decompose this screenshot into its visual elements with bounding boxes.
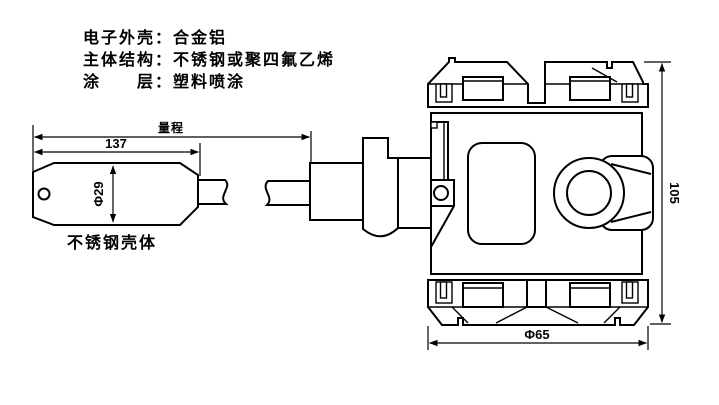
top-bracket-outline	[427, 57, 649, 108]
cable-entry-fitting	[309, 137, 431, 238]
spec-line-main-structure: 主体结构：不锈钢或聚四氟乙烯	[83, 50, 335, 69]
housing-left-features	[430, 121, 455, 248]
spec-line-electronic-shell: 电子外壳：合金铝	[83, 28, 227, 47]
bottom-mounting-bracket	[427, 279, 649, 326]
fitting-neck-lines	[398, 157, 431, 229]
probe-diameter-dim: Φ29	[91, 181, 106, 206]
bottom-center-block	[526, 279, 547, 308]
bottom-clip-slot-right-inner	[625, 281, 634, 299]
bottom-clamp-block-right	[569, 282, 611, 308]
probe-length-dim: 137	[105, 136, 127, 151]
gland-chamfer-lines	[610, 163, 652, 223]
extension-lines	[32, 61, 671, 350]
cable-broken-segment	[264, 180, 311, 206]
range-label: 量程	[158, 120, 184, 135]
bottom-clamp-block-left	[462, 282, 504, 308]
top-mounting-bracket	[427, 57, 649, 108]
transmitter-housing	[427, 57, 654, 326]
top-bracket-fold-line	[591, 67, 618, 83]
fitting-nut-block	[362, 137, 399, 238]
probe-cable-segment	[198, 179, 229, 205]
clamp-screw-channel	[430, 121, 449, 181]
housing-width-dim: Φ65	[524, 327, 549, 342]
housing-height-dim: 105	[667, 182, 682, 204]
material-spec-annotations: 电子外壳：合金铝 主体结构：不锈钢或聚四氟乙烯 涂 层：塑料喷涂	[83, 28, 335, 91]
spec-line-coating: 涂 层：塑料喷涂	[83, 72, 245, 91]
corner-chamfer-line	[430, 205, 455, 248]
probe-outline	[32, 162, 199, 226]
sensor-probe	[32, 162, 229, 226]
top-clamp-block-left	[462, 76, 504, 101]
probe-mounting-hole	[37, 187, 51, 201]
clamp-screw-notch	[430, 121, 438, 129]
probe-body-label: 不锈钢壳体	[67, 233, 157, 252]
top-clip-slot-right-inner	[625, 83, 634, 98]
bottom-foot-diagonals	[451, 306, 621, 324]
bottom-clip-slot-left-inner	[439, 281, 448, 299]
gland-inner-hole	[566, 170, 612, 216]
top-clamp-block-right	[569, 76, 611, 101]
dimensions: 量程 137 Φ29 105 Φ65	[32, 61, 682, 350]
screw-hole	[433, 185, 449, 201]
fitting-step-block	[309, 162, 364, 221]
top-clip-slot-left-inner	[439, 83, 448, 98]
cable-gland	[553, 155, 654, 231]
cable-right-segment	[264, 180, 311, 206]
terminal-window	[467, 142, 536, 245]
